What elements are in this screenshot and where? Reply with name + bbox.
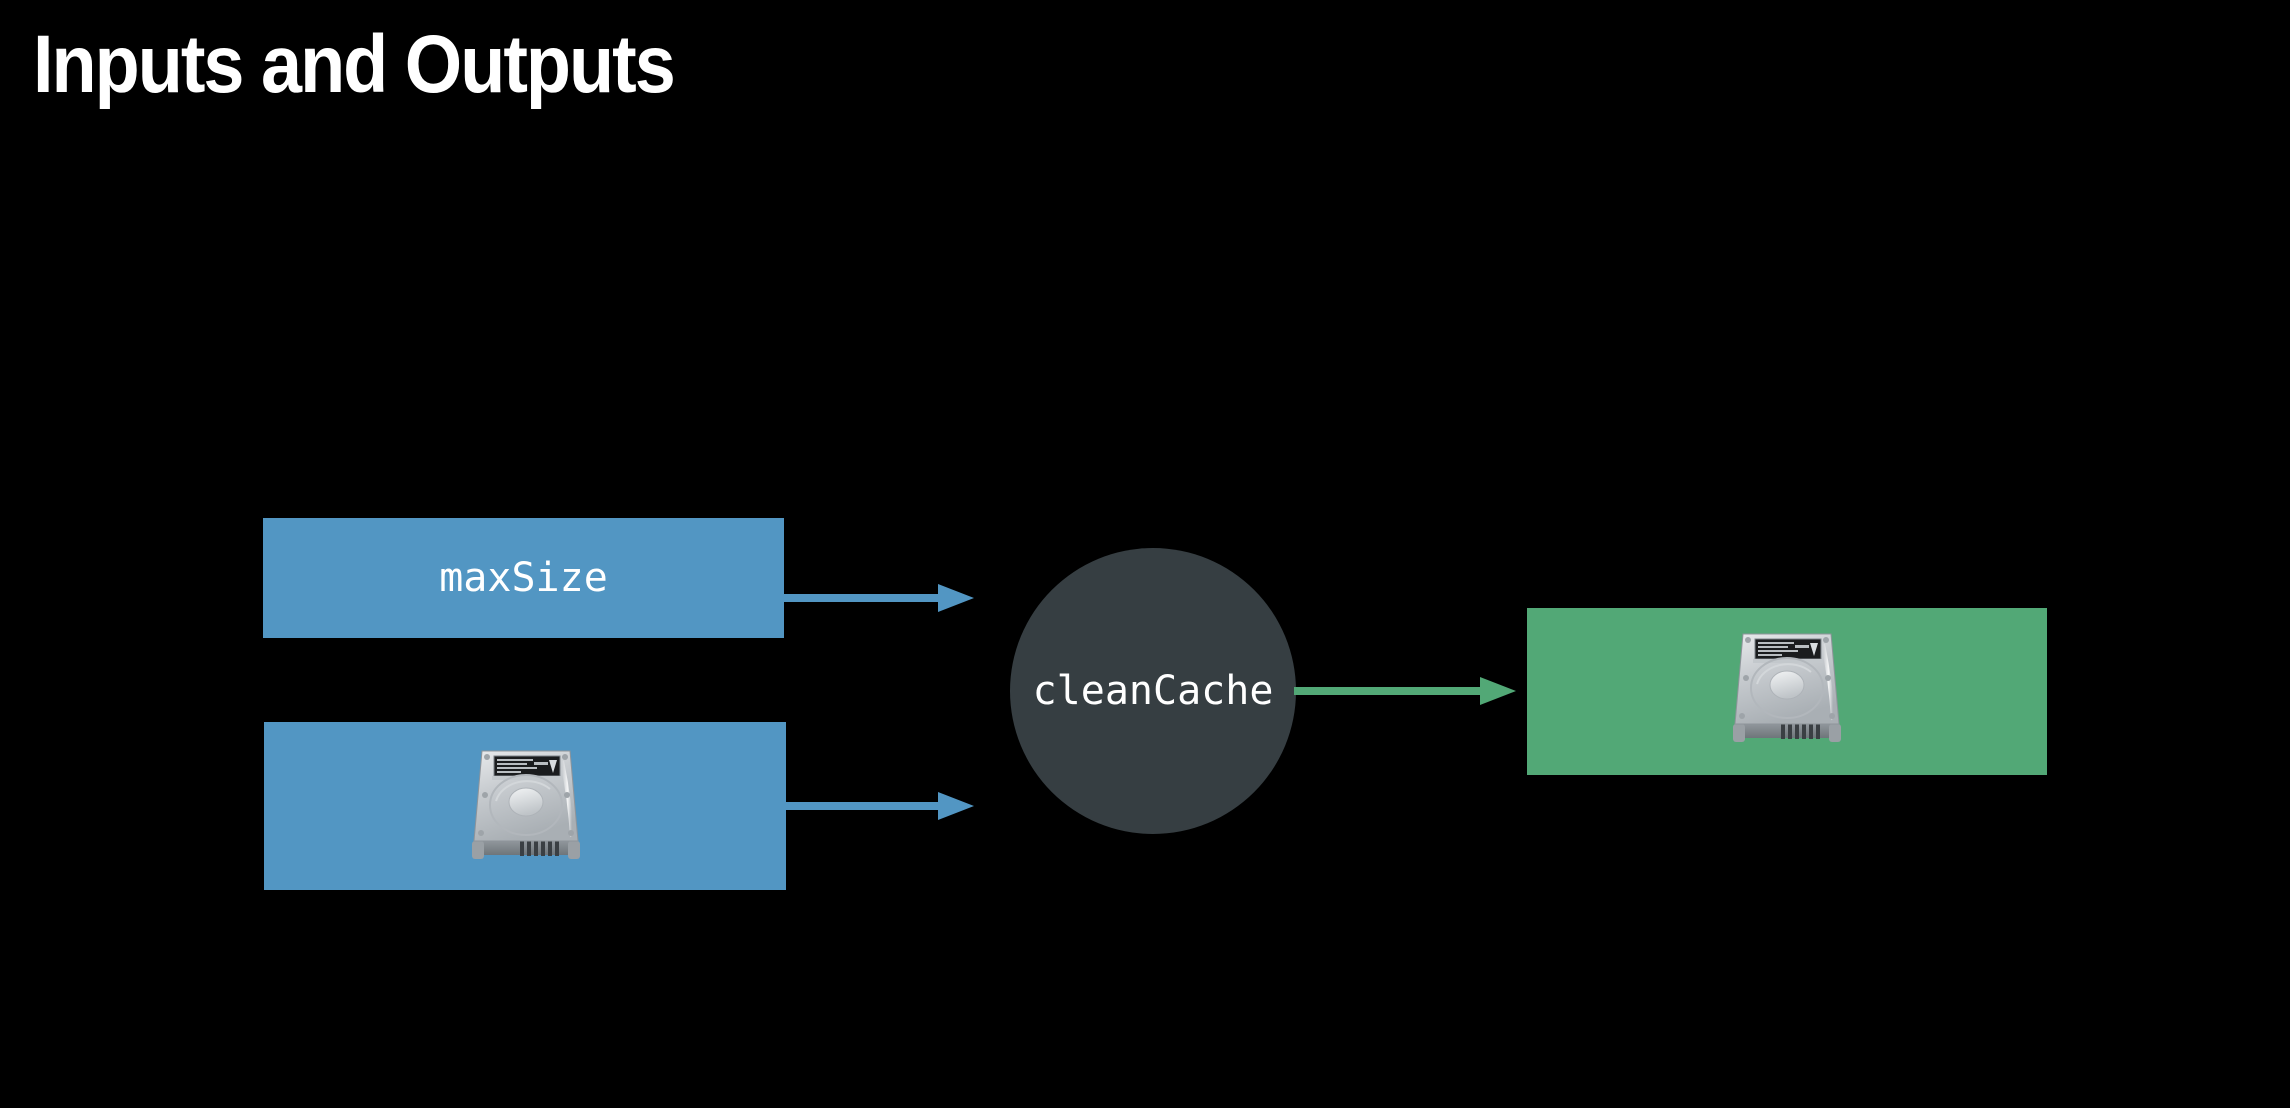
- input-node-maxsize[interactable]: maxSize: [263, 518, 784, 638]
- input-label-maxsize: maxSize: [439, 555, 608, 601]
- arrow-disk-to-process: [784, 786, 974, 826]
- process-label: cleanCache: [1032, 668, 1274, 714]
- hard-drive-icon: [1717, 628, 1857, 750]
- hard-drive-icon: [456, 745, 596, 867]
- page-title: Inputs and Outputs: [33, 19, 676, 110]
- arrow-maxsize-to-process: [782, 578, 974, 618]
- process-node-cleancache[interactable]: cleanCache: [1010, 548, 1296, 834]
- arrow-process-to-output: [1294, 671, 1516, 711]
